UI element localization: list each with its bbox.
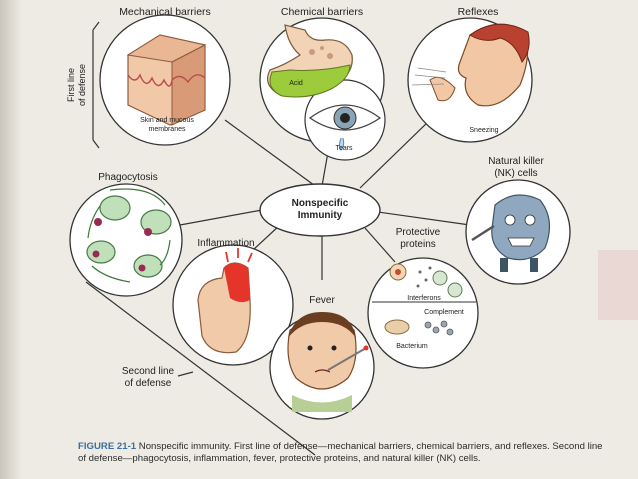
connector-lines <box>179 119 471 280</box>
mechanical-barriers-title: Mechanical barriers <box>119 6 211 18</box>
inflamed-thumb-illustration <box>197 248 253 354</box>
first-line-bracket <box>92 21 100 149</box>
skin-label-line1: Skin and mucous <box>140 117 194 124</box>
phagocytosis-title: Phagocytosis <box>98 172 157 183</box>
nk-title-line2: (NK) cells <box>494 168 537 179</box>
stomach-illustration <box>267 24 353 98</box>
first-line-label-line1: First line <box>66 68 76 102</box>
sneezing-face-illustration <box>411 23 530 107</box>
binding-shadow <box>0 0 22 479</box>
first-line-label-line2: of defense <box>77 64 87 106</box>
figure-caption: FIGURE 21-1 Nonspecific immunity. First … <box>78 441 608 465</box>
eye-illustration <box>308 104 382 151</box>
chemical-barriers-title: Chemical barriers <box>281 6 363 18</box>
phagocytosis-illustration <box>86 188 172 283</box>
fever-title: Fever <box>309 295 335 306</box>
proteins-title-line1: Protective <box>396 227 441 238</box>
reflexes-title: Reflexes <box>458 6 499 18</box>
center-title-line2: Immunity <box>298 210 343 221</box>
nk-title-line1: Natural killer <box>488 156 544 167</box>
skin-illustration <box>126 34 207 126</box>
complement-label: Complement <box>424 309 464 316</box>
skin-label-line2: membranes <box>149 126 186 133</box>
figure-label: FIGURE 21-1 <box>78 441 137 452</box>
second-line-label-line1: Second line <box>122 366 175 377</box>
inflammation-title: Inflammation <box>197 238 254 249</box>
protective-proteins-illustration <box>372 263 476 336</box>
caption-text: Nonspecific immunity. First line of defe… <box>78 441 603 464</box>
second-line-label-line2: of defense <box>125 378 172 389</box>
nk-cell-illustration <box>471 194 551 272</box>
center-title-line1: Nonspecific <box>292 198 349 209</box>
bacterium-label: Bacterium <box>396 343 428 350</box>
center-oval <box>259 183 381 237</box>
acid-label: Acid <box>289 80 303 87</box>
page-edge-tab <box>598 250 638 320</box>
sneezing-label: Sneezing <box>469 127 498 134</box>
fever-face-illustration <box>287 312 369 412</box>
interferons-label: Interferons <box>407 295 441 302</box>
tears-label: Tears <box>335 145 353 152</box>
second-line-bracket <box>85 281 316 456</box>
proteins-title-line2: proteins <box>400 239 436 250</box>
